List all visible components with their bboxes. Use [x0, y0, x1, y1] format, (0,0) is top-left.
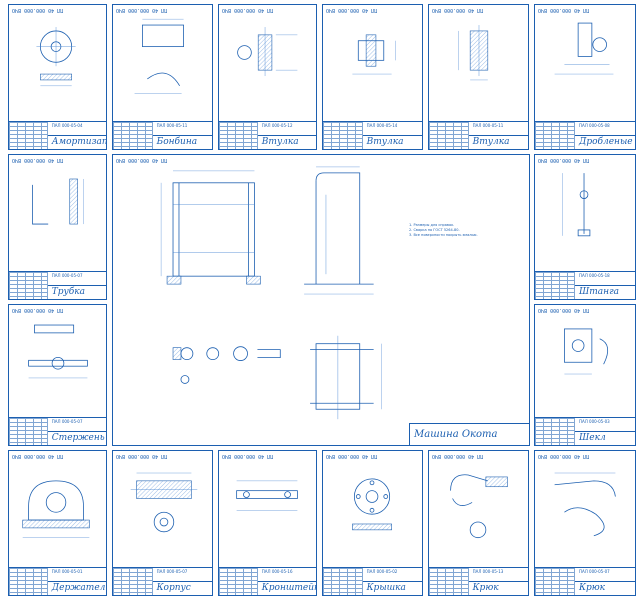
title-block-code: ПАЛ 000-05-07: [156, 569, 188, 574]
title-block-code: ПАЛ 000-05-14: [366, 123, 398, 128]
title-block: ПАЛ 000-05-08 Дробленые далек: [535, 121, 635, 149]
part-title: Амортизатор: [47, 135, 106, 149]
drawing-sheet-9: ПЛ 40 000.000 ВЧО ПАЛ 000-05-07 Стержень: [8, 304, 107, 446]
part-title: Втулка: [257, 135, 316, 149]
title-block-code: ПАЛ 000-05-07: [579, 569, 610, 574]
drawing-sheet-5: ПЛ 40 000.000 ВЧО ПАЛ 000-05-11 Втулка: [428, 4, 529, 150]
title-block-code: ПАЛ 000-05-11: [156, 123, 188, 128]
part-drawing-derzhatel: [22, 480, 90, 538]
part-drawing-bonbina: [134, 18, 184, 94]
part-drawing-kryuk-2: [554, 472, 616, 537]
drawing-sheet-16: ПЛ 40 000.000 ВЧО ПАЛ 000-05-07 Крюк: [534, 450, 636, 596]
part-title: Стержень: [47, 431, 106, 445]
drawing-sheet-15: ПЛ 40 000.000 ВЧО ПАЛ 000-05-13 Крюк: [428, 450, 529, 596]
note-line-2: 2. Сварка по ГОСТ 5264-80.: [409, 228, 460, 232]
drawing-sheet-6: ПЛ 40 000.000 ВЧО ПАЛ 000-05-08 Дроблены…: [534, 4, 636, 150]
assembly-drawing: [160, 166, 382, 420]
part-drawing-kronshtein: [236, 480, 298, 511]
drawing-sheet-10: ПЛ 40 000.000 ВЧО ПАЛ 000-05-03 Шекл: [534, 304, 636, 446]
drawing-sheet-1: ПЛ 40 000.000 ВЧО ПАЛ 000-05-04 Амортиза…: [8, 4, 107, 150]
part-drawing-vtulka-3: [458, 25, 489, 81]
title-block: ПАЛ 000-05-04 Амортизатор: [9, 121, 106, 149]
part-title: Держатель: [47, 581, 106, 595]
part-drawing-amortizator: [36, 27, 76, 86]
title-block-code: ПАЛ 000-05-11: [472, 123, 504, 128]
title-block: ПАЛ 000-05-11 Втулка: [429, 121, 528, 149]
part-drawing-vtulka-2: [352, 34, 396, 75]
title-block: ПАЛ 000-05-07 Корпус: [113, 567, 212, 595]
title-block-code: ПАЛ 000-05-18: [579, 273, 610, 278]
part-title: Крюк: [575, 581, 635, 595]
title-block: ПАЛ 000-05-16 Кронштейн: [219, 567, 316, 595]
title-block-code: ПАЛ 000-05-12: [261, 123, 293, 128]
title-block: ПАЛ 000-05-01 Держатель: [9, 567, 106, 595]
assembly-title: Машина Окота: [409, 423, 529, 445]
title-block-code: ПАЛ 000-05-04: [51, 123, 83, 128]
part-drawing-sterzhen: [28, 324, 88, 379]
title-block: ПАЛ 000-05-02 Крышка: [323, 567, 422, 595]
title-block: ПАЛ 000-05-13 Крюк: [429, 567, 528, 595]
title-block: ПАЛ 000-05-12 Втулка: [219, 121, 316, 149]
part-title: Трубка: [47, 285, 106, 299]
part-drawing-kryshka: [352, 478, 392, 531]
part-title: Дробленые далек: [575, 135, 635, 149]
title-block: ПАЛ 000-05-07 Крюк: [535, 567, 635, 595]
part-title: Крышка: [362, 581, 422, 595]
part-title: Бонбина: [152, 135, 212, 149]
technical-notes: 1. Размеры для справок. 2. Сварка по ГОС…: [409, 223, 519, 238]
assembly-sheet: ПЛ 40 000.000 ВЧО: [112, 154, 530, 446]
title-block-code: ПАЛ 000-05-07: [51, 273, 83, 278]
part-drawing-trubka: [32, 178, 84, 225]
drawing-sheet-4: ПЛ 40 000.000 ВЧО ПАЛ 000-05-14 Втулка: [322, 4, 423, 150]
note-line-3: 3. Все поверхности покрыть эмалью.: [409, 233, 478, 237]
drawing-sheet-2: ПЛ 40 000.000 ВЧО ПАЛ 000-05-11 Бонбина: [112, 4, 213, 150]
drawing-sheet-8: ПЛ 40 000.000 ВЧО ПАЛ 000-05-18 Штанга: [534, 154, 636, 300]
part-title: Втулка: [362, 135, 422, 149]
drawing-sheet-3: ПЛ 40 000.000 ВЧО ПАЛ 000-05-12 Втулка: [218, 4, 317, 150]
part-drawing-kryuk-1: [450, 474, 508, 539]
drawing-sheet-12: ПЛ 40 000.000 ВЧО ПАЛ 000-05-07 Корпус: [112, 450, 213, 596]
title-block-code: ПАЛ 000-05-03: [579, 419, 610, 424]
part-title: Крюк: [468, 581, 528, 595]
note-line-1: 1. Размеры для справок.: [409, 223, 455, 227]
title-block-code: ПАЛ 000-05-02: [366, 569, 398, 574]
drawing-sheet-14: ПЛ 40 000.000 ВЧО ПАЛ 000-05-02 Крышка: [322, 450, 423, 596]
title-block: ПАЛ 000-05-18 Штанга: [535, 271, 635, 299]
drawing-sheet-7: ПЛ 40 000.000 ВЧО ПАЛ 000-05-07 Трубка: [8, 154, 107, 300]
part-drawing-drobleniye: [554, 22, 614, 75]
part-title: Втулка: [468, 135, 528, 149]
title-block-code: ПАЛ 000-05-07: [51, 419, 83, 424]
title-block-code: ПАЛ 000-05-13: [472, 569, 504, 574]
drawing-sheet-13: ПЛ 40 000.000 ВЧО ПАЛ 000-05-16 Кронштей…: [218, 450, 317, 596]
title-block: ПАЛ 000-05-07 Стержень: [9, 417, 106, 445]
part-title: Шекл: [575, 431, 635, 445]
title-block: ПАЛ 000-05-14 Втулка: [323, 121, 422, 149]
title-block-code: ПАЛ 000-05-16: [261, 569, 293, 574]
part-drawing-korpus: [130, 472, 198, 533]
title-block: ПАЛ 000-05-11 Бонбина: [113, 121, 212, 149]
part-drawing-shekl: [564, 328, 609, 375]
drawing-sheet-11: ПЛ 40 000.000 ВЧО ПАЛ 000-05-01 Держател…: [8, 450, 107, 596]
part-title: Штанга: [575, 285, 635, 299]
title-block-code: ПАЛ 000-05-08: [579, 123, 610, 128]
title-block-code: ПАЛ 000-05-01: [51, 569, 83, 574]
part-title: Кронштейн: [257, 581, 316, 595]
title-block: ПАЛ 000-05-07 Трубка: [9, 271, 106, 299]
part-drawing-shtanga: [562, 173, 591, 237]
part-drawing-vtulka-1: [237, 27, 298, 77]
part-title: Корпус: [152, 581, 212, 595]
title-block: ПАЛ 000-05-03 Шекл: [535, 417, 635, 445]
